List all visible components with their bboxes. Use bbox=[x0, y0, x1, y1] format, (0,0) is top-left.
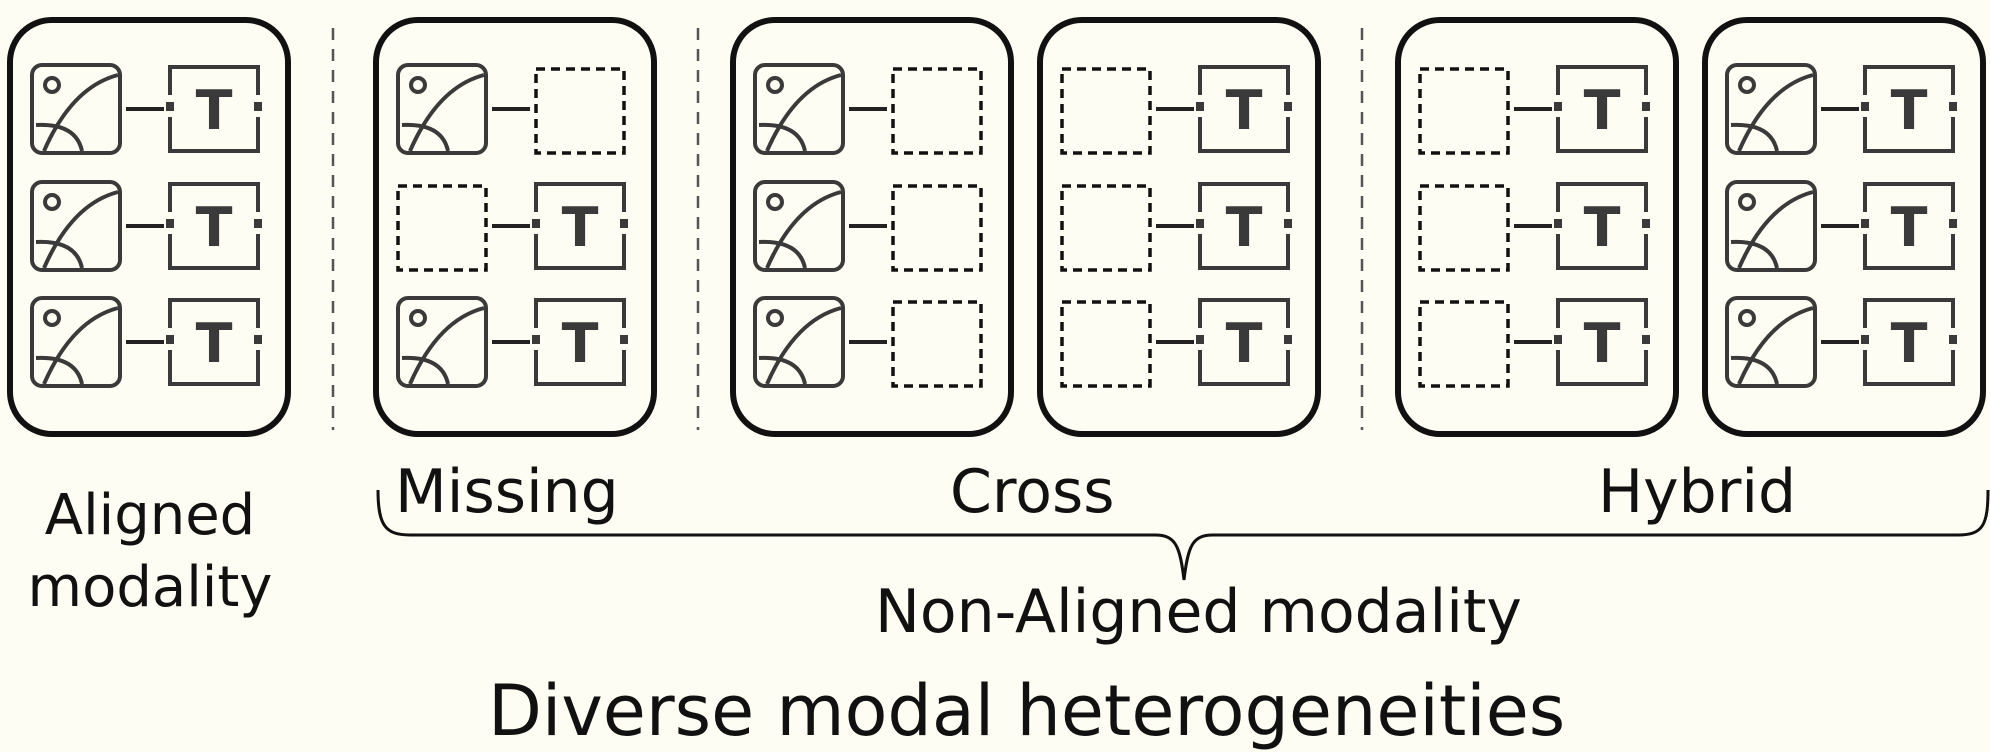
text-glyph: T bbox=[562, 196, 599, 259]
image-icon bbox=[30, 63, 122, 155]
non-aligned-brace bbox=[376, 489, 1990, 581]
pair-row: T bbox=[30, 63, 262, 155]
text-glyph: T bbox=[1584, 196, 1621, 259]
missing-modality-placeholder bbox=[891, 67, 983, 155]
text-icon: T bbox=[1861, 298, 1957, 386]
image-icon bbox=[396, 63, 488, 155]
pair-row: T bbox=[30, 180, 262, 272]
group-hybrid-text: TTT bbox=[1395, 17, 1679, 437]
image-icon bbox=[1725, 296, 1817, 388]
missing-modality-placeholder bbox=[1418, 67, 1510, 155]
image-icon bbox=[1725, 63, 1817, 155]
image-icon bbox=[30, 296, 122, 388]
missing-modality-placeholder bbox=[1060, 300, 1152, 388]
text-glyph: T bbox=[1226, 312, 1263, 375]
pair-row bbox=[753, 63, 983, 155]
image-icon bbox=[753, 180, 845, 272]
pair-row: T bbox=[1725, 180, 1957, 272]
text-icon: T bbox=[532, 182, 628, 270]
pair-row: T bbox=[1418, 298, 1650, 388]
pair-row: T bbox=[1060, 65, 1292, 155]
pair-row: T bbox=[396, 182, 628, 272]
text-icon: T bbox=[1196, 65, 1292, 153]
pair-row: T bbox=[1725, 296, 1957, 388]
missing-modality-placeholder bbox=[891, 184, 983, 272]
text-glyph: T bbox=[1891, 196, 1928, 259]
pair-row bbox=[753, 180, 983, 272]
pair-row: T bbox=[30, 296, 262, 388]
text-icon: T bbox=[1861, 182, 1957, 270]
pair-row: T bbox=[396, 296, 628, 388]
pair-row: T bbox=[1060, 182, 1292, 272]
image-icon bbox=[753, 296, 845, 388]
missing-modality-placeholder bbox=[1060, 67, 1152, 155]
group-hybrid-aligned: TTT bbox=[1702, 17, 1986, 437]
pair-row bbox=[396, 63, 626, 155]
aligned-label-line2: modality bbox=[27, 555, 273, 620]
group-aligned: TTT bbox=[7, 17, 291, 437]
text-glyph: T bbox=[196, 196, 233, 259]
text-glyph: T bbox=[1226, 79, 1263, 142]
group-frame bbox=[373, 17, 657, 437]
missing-modality-placeholder bbox=[1418, 184, 1510, 272]
cross-label: Cross bbox=[950, 457, 1115, 527]
pair-row: T bbox=[1418, 65, 1650, 155]
text-glyph: T bbox=[196, 312, 233, 375]
missing-modality-placeholder bbox=[1060, 184, 1152, 272]
diagram-title: Diverse modal heterogeneities bbox=[488, 670, 1566, 752]
pair-row: T bbox=[1060, 298, 1292, 388]
missing-label: Missing bbox=[395, 457, 619, 527]
text-glyph: T bbox=[196, 79, 233, 142]
missing-modality-placeholder bbox=[534, 67, 626, 155]
group-frame bbox=[1037, 17, 1321, 437]
group-cross-image bbox=[730, 17, 1014, 437]
text-icon: T bbox=[166, 298, 262, 386]
text-icon: T bbox=[1554, 65, 1650, 153]
aligned-label-line1: Aligned bbox=[44, 483, 256, 548]
group-missing: TT bbox=[373, 17, 657, 437]
text-glyph: T bbox=[1891, 312, 1928, 375]
pair-row bbox=[753, 296, 983, 388]
hybrid-label: Hybrid bbox=[1598, 457, 1797, 527]
pair-row: T bbox=[1725, 63, 1957, 155]
text-icon: T bbox=[166, 65, 262, 153]
group-frame bbox=[730, 17, 1014, 437]
text-icon: T bbox=[1196, 182, 1292, 270]
missing-modality-placeholder bbox=[1418, 300, 1510, 388]
pair-row: T bbox=[1418, 182, 1650, 272]
text-glyph: T bbox=[1226, 196, 1263, 259]
missing-modality-placeholder bbox=[891, 300, 983, 388]
text-glyph: T bbox=[1891, 79, 1928, 142]
text-glyph: T bbox=[562, 312, 599, 375]
non-aligned-label: Non-Aligned modality bbox=[875, 577, 1522, 647]
text-icon: T bbox=[1554, 182, 1650, 270]
text-icon: T bbox=[532, 298, 628, 386]
group-frame bbox=[7, 17, 291, 437]
text-icon: T bbox=[166, 182, 262, 270]
text-glyph: T bbox=[1584, 79, 1621, 142]
separators bbox=[331, 28, 1364, 430]
text-glyph: T bbox=[1584, 312, 1621, 375]
group-frame bbox=[1702, 17, 1986, 437]
image-icon bbox=[30, 180, 122, 272]
group-cross-text: TTT bbox=[1037, 17, 1321, 437]
image-icon bbox=[753, 63, 845, 155]
text-icon: T bbox=[1861, 65, 1957, 153]
text-icon: T bbox=[1554, 298, 1650, 386]
group-frame bbox=[1395, 17, 1679, 437]
text-icon: T bbox=[1196, 298, 1292, 386]
missing-modality-placeholder bbox=[396, 184, 488, 272]
image-icon bbox=[1725, 180, 1817, 272]
image-icon bbox=[396, 296, 488, 388]
